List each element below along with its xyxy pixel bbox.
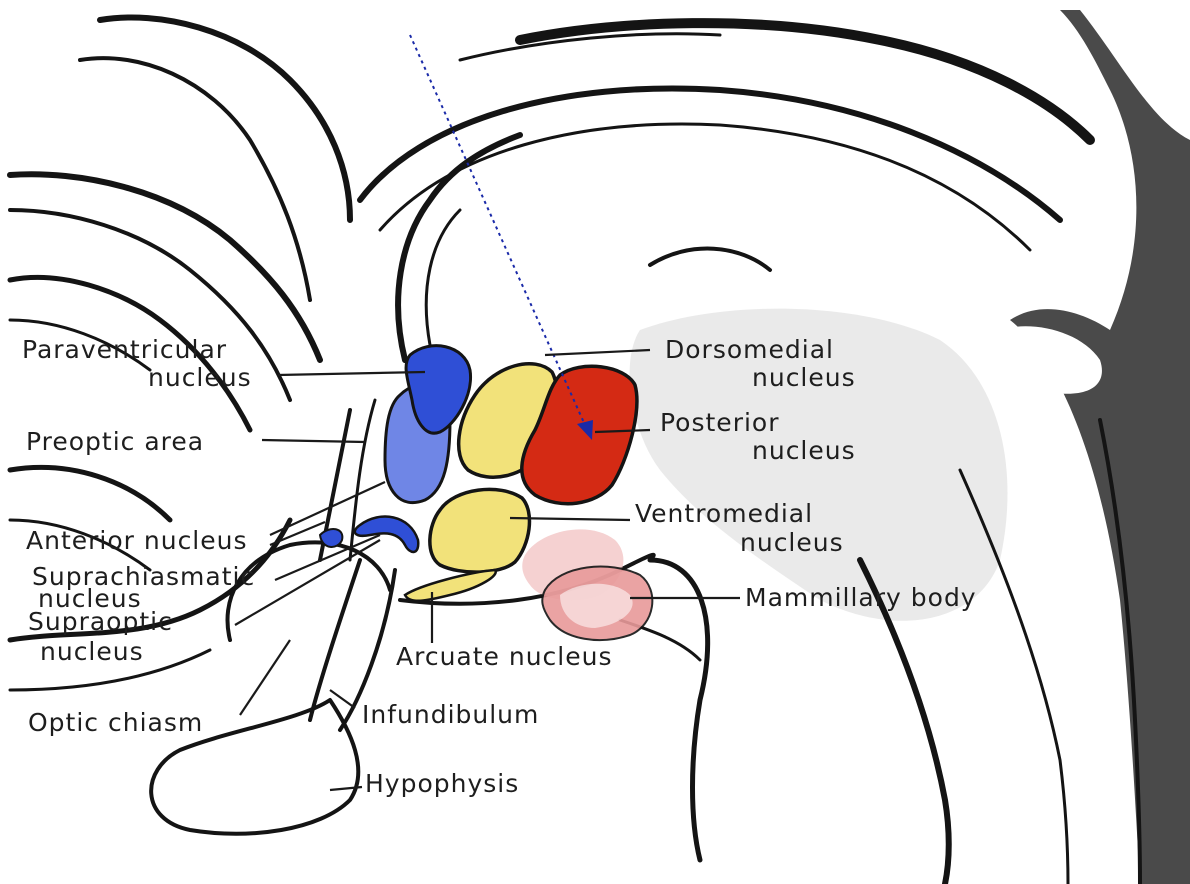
label-ventromedial-line1: Ventromedial	[635, 499, 813, 528]
label-supraoptic-line1: Supraoptic	[28, 607, 173, 636]
nuclei	[320, 346, 652, 640]
suprachiasmatic-nucleus-region	[320, 529, 342, 547]
label-supraoptic-line2: nucleus	[40, 637, 144, 666]
label-anterior-nucleus: Anterior nucleus	[26, 526, 248, 555]
label-posterior-line2: nucleus	[752, 436, 856, 465]
label-infundibulum: Infundibulum	[362, 700, 539, 729]
ventromedial-nucleus-region	[430, 489, 530, 572]
label-posterior-line1: Posterior	[660, 408, 780, 437]
label-dorsomedial-line1: Dorsomedial	[665, 335, 834, 364]
label-mammillary-body: Mammillary body	[745, 583, 977, 612]
label-dorsomedial-line2: nucleus	[752, 363, 856, 392]
label-paraventricular-line1: Paraventricular	[22, 335, 227, 364]
label-preoptic-area: Preoptic area	[26, 427, 204, 456]
arcuate-nucleus-region	[405, 570, 496, 601]
label-arcuate-nucleus: Arcuate nucleus	[396, 642, 613, 671]
label-hypophysis: Hypophysis	[365, 769, 519, 798]
label-optic-chiasm: Optic chiasm	[28, 708, 203, 737]
supraoptic-nucleus-region	[355, 517, 418, 552]
label-ventromedial-line2: nucleus	[740, 528, 844, 557]
label-paraventricular-line2: nucleus	[148, 363, 252, 392]
